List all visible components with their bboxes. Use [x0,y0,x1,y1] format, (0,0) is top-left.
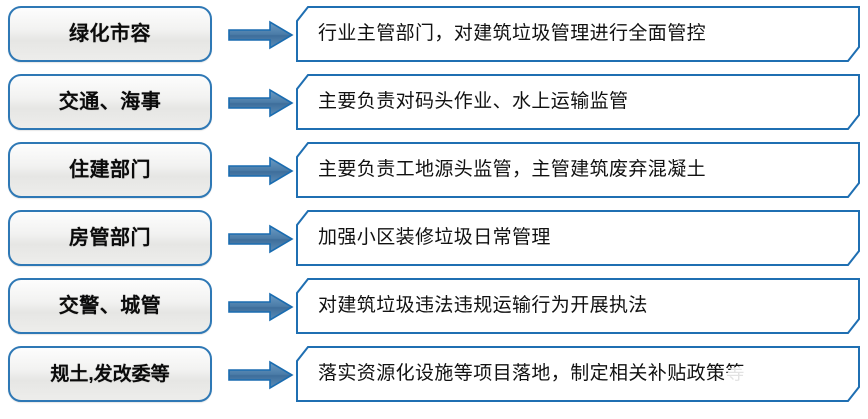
description-box[interactable]: 加强小区装修垃圾日常管理 [296,210,860,266]
description-box[interactable]: 落实资源化设施等项目落地，制定相关补贴政策等 [296,346,860,402]
flow-row: 交警、城管 对建筑垃圾违法违规运输行为开展执法 [0,278,868,336]
flow-row: 房管部门 加强小区装修垃圾日常管理 [0,210,868,268]
flow-row: 规土,发改委等 落实资源化设施等项目落地，制定相关补贴政策等 [0,346,868,404]
department-box[interactable]: 规土,发改委等 [8,346,212,402]
department-label: 绿化市容 [69,23,151,45]
description-text: 主要负责工地源头监管，主管建筑废弃混凝土 [318,159,707,181]
right-arrow-icon [228,360,294,390]
department-box[interactable]: 住建部门 [8,142,212,198]
description-text: 对建筑垃圾违法违规运输行为开展执法 [318,295,648,317]
right-arrow-icon [228,292,294,322]
right-arrow-icon [228,88,294,118]
description-box[interactable]: 主要负责工地源头监管，主管建筑废弃混凝土 [296,142,860,198]
department-label: 交警、城管 [58,295,162,317]
department-label: 交通、海事 [58,91,162,113]
department-box[interactable]: 绿化市容 [8,6,212,62]
flow-row: 住建部门 主要负责工地源头监管，主管建筑废弃混凝土 [0,142,868,200]
right-arrow-icon [228,20,294,50]
department-label: 规土,发改委等 [50,363,170,385]
flow-row: 交通、海事 主要负责对码头作业、水上运输监管 [0,74,868,132]
right-arrow-icon [228,156,294,186]
right-arrow-icon [228,224,294,254]
department-box[interactable]: 交通、海事 [8,74,212,130]
department-box[interactable]: 房管部门 [8,210,212,266]
department-label: 房管部门 [69,227,151,249]
department-box[interactable]: 交警、城管 [8,278,212,334]
description-text: 加强小区装修垃圾日常管理 [318,227,551,249]
description-text: 落实资源化设施等项目落地，制定相关补贴政策等 [318,363,745,385]
flow-row: 绿化市容 行业主管部门，对建筑垃圾管理进行全面管控 [0,6,868,64]
description-box[interactable]: 主要负责对码头作业、水上运输监管 [296,74,860,130]
department-label: 住建部门 [69,159,151,181]
description-text: 主要负责对码头作业、水上运输监管 [318,91,629,113]
description-box[interactable]: 对建筑垃圾违法违规运输行为开展执法 [296,278,860,334]
description-box[interactable]: 行业主管部门，对建筑垃圾管理进行全面管控 [296,6,860,62]
description-text: 行业主管部门，对建筑垃圾管理进行全面管控 [318,23,707,45]
